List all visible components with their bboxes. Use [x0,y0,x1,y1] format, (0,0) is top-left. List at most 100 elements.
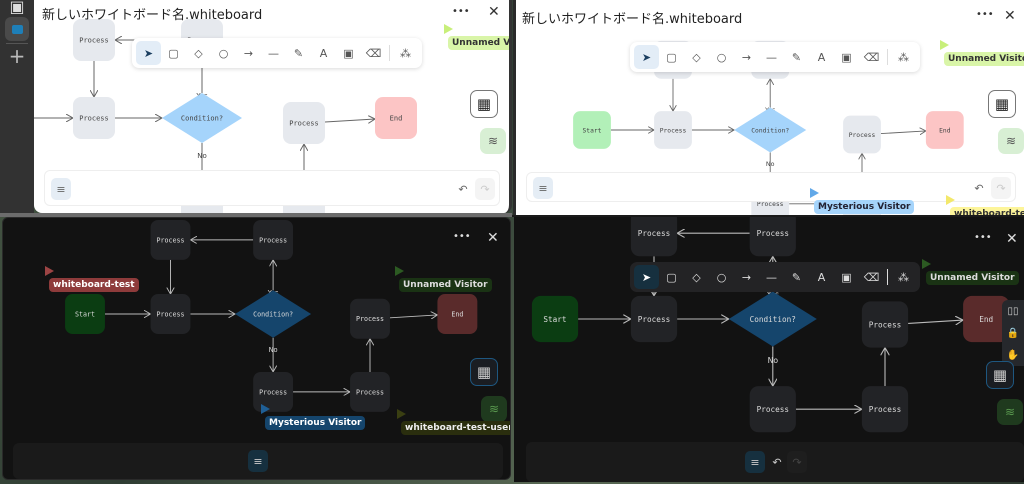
text-tool-button[interactable]: A [809,265,834,289]
whiteboard-canvas[interactable]: YesNoStartProcessCondition?ProcessEndPro… [514,217,1024,482]
ellipse-tool-button[interactable]: ○ [709,45,734,69]
connector-arrow[interactable] [880,131,926,134]
text-tool-button[interactable]: A [809,45,834,69]
node-process[interactable] [253,371,294,412]
node-process[interactable] [73,97,115,139]
connector-arrow[interactable] [908,320,963,323]
close-button[interactable]: ✕ [1006,231,1018,247]
node-label: Condition? [181,115,223,123]
connector-arrow[interactable] [389,315,438,318]
node-end[interactable] [925,111,964,149]
arrow-tool-button[interactable]: → [734,45,759,69]
pencil-tool-button[interactable]: ✎ [784,45,809,69]
node-start[interactable] [531,295,579,343]
node-process[interactable] [150,219,191,260]
arrow-tool-button[interactable]: → [734,265,759,289]
node-process[interactable] [350,371,390,412]
node-process[interactable] [283,102,325,144]
node-condition[interactable] [235,290,312,338]
pencil-tool-button[interactable]: ✎ [286,41,311,65]
more-options-button[interactable]: ••• [974,232,992,243]
connection-status-button[interactable]: ≋ [997,399,1023,425]
node-process[interactable] [630,295,678,343]
node-process[interactable] [861,386,909,433]
close-button[interactable]: ✕ [488,4,500,20]
diamond-tool-button[interactable]: ◇ [186,41,211,65]
grid-toggle-button[interactable]: ▦ [470,358,498,386]
more-options-button[interactable]: ••• [453,231,471,242]
undo-button[interactable]: ↶ [974,181,984,195]
undo-button[interactable]: ↶ [772,455,782,469]
node-condition[interactable] [734,107,807,153]
grid-toggle-button[interactable]: ▦ [986,361,1014,389]
shapes-tool-button[interactable]: ⁂ [891,45,916,69]
node-process[interactable] [630,217,678,257]
diamond-tool-button[interactable]: ◇ [684,45,709,69]
menu-button[interactable]: ≡ [745,451,765,473]
node-start[interactable] [573,111,611,149]
window-icon[interactable]: ▣ [9,0,25,16]
shapes-tool-button[interactable]: ⁂ [393,41,418,65]
node-start[interactable] [65,294,105,334]
eraser-tool-button[interactable]: ⌫ [361,41,386,65]
node-process[interactable] [253,219,294,260]
eraser-tool-button[interactable]: ⌫ [859,265,884,289]
more-options-button[interactable]: ••• [976,9,994,20]
arrow-tool-button[interactable]: → [236,41,261,65]
node-process[interactable] [73,19,115,61]
folder-icon[interactable] [5,17,29,41]
line-tool-button[interactable]: — [759,45,784,69]
image-tool-button[interactable]: ▣ [834,45,859,69]
rectangle-tool-button[interactable]: ▢ [659,265,684,289]
node-process[interactable] [749,386,796,433]
redo-button[interactable]: ↷ [475,178,495,200]
select-tool-button[interactable]: ➤ [136,41,161,65]
menu-button[interactable]: ≡ [51,178,71,200]
rectangle-tool-button[interactable]: ▢ [659,45,684,69]
close-button[interactable]: ✕ [1004,8,1016,24]
ellipse-tool-button[interactable]: ○ [211,41,236,65]
line-tool-button[interactable]: — [261,41,286,65]
connection-status-button[interactable]: ≋ [481,396,507,422]
node-process[interactable] [654,111,692,149]
select-tool-button[interactable]: ➤ [634,265,659,289]
node-end[interactable] [963,295,1010,343]
menu-button[interactable]: ≡ [248,450,268,472]
more-options-button[interactable]: ••• [452,6,470,17]
lock-icon[interactable]: 🔒 [1006,327,1020,339]
node-end[interactable] [437,294,478,334]
image-tool-button[interactable]: ▣ [336,41,361,65]
book-icon[interactable]: ▯▯ [1007,305,1019,317]
select-tool-button[interactable]: ➤ [634,45,659,69]
diamond-tool-button[interactable]: ◇ [684,265,709,289]
undo-button[interactable]: ↶ [458,182,468,196]
redo-button[interactable]: ↷ [991,177,1011,199]
line-tool-button[interactable]: — [759,265,784,289]
whiteboard-canvas[interactable]: YesNoStartProcessCondition?ProcessEndPro… [3,218,510,479]
grid-toggle-button[interactable]: ▦ [988,90,1016,118]
node-end[interactable] [375,97,417,139]
node-process[interactable] [150,294,191,334]
connection-status-button[interactable]: ≋ [998,128,1024,154]
node-process[interactable] [350,298,390,339]
hand-icon[interactable]: ✋ [1006,349,1020,361]
menu-button[interactable]: ≡ [533,177,553,199]
plus-icon[interactable]: + [8,44,26,68]
pencil-tool-button[interactable]: ✎ [784,265,809,289]
ellipse-tool-button[interactable]: ○ [709,265,734,289]
text-tool-button[interactable]: A [311,41,336,65]
close-button[interactable]: ✕ [487,230,499,246]
eraser-tool-button[interactable]: ⌫ [859,45,884,69]
connector-arrow[interactable] [324,119,375,122]
node-process[interactable] [861,301,909,348]
connection-status-button[interactable]: ≋ [480,128,506,154]
node-label: Start [583,127,602,134]
image-tool-button[interactable]: ▣ [834,265,859,289]
rectangle-tool-button[interactable]: ▢ [161,41,186,65]
grid-toggle-button[interactable]: ▦ [470,90,498,118]
shapes-tool-button[interactable]: ⁂ [891,265,916,289]
node-condition[interactable] [162,93,242,143]
redo-button[interactable]: ↷ [787,451,807,473]
node-process[interactable] [749,217,796,257]
node-process[interactable] [843,115,881,154]
